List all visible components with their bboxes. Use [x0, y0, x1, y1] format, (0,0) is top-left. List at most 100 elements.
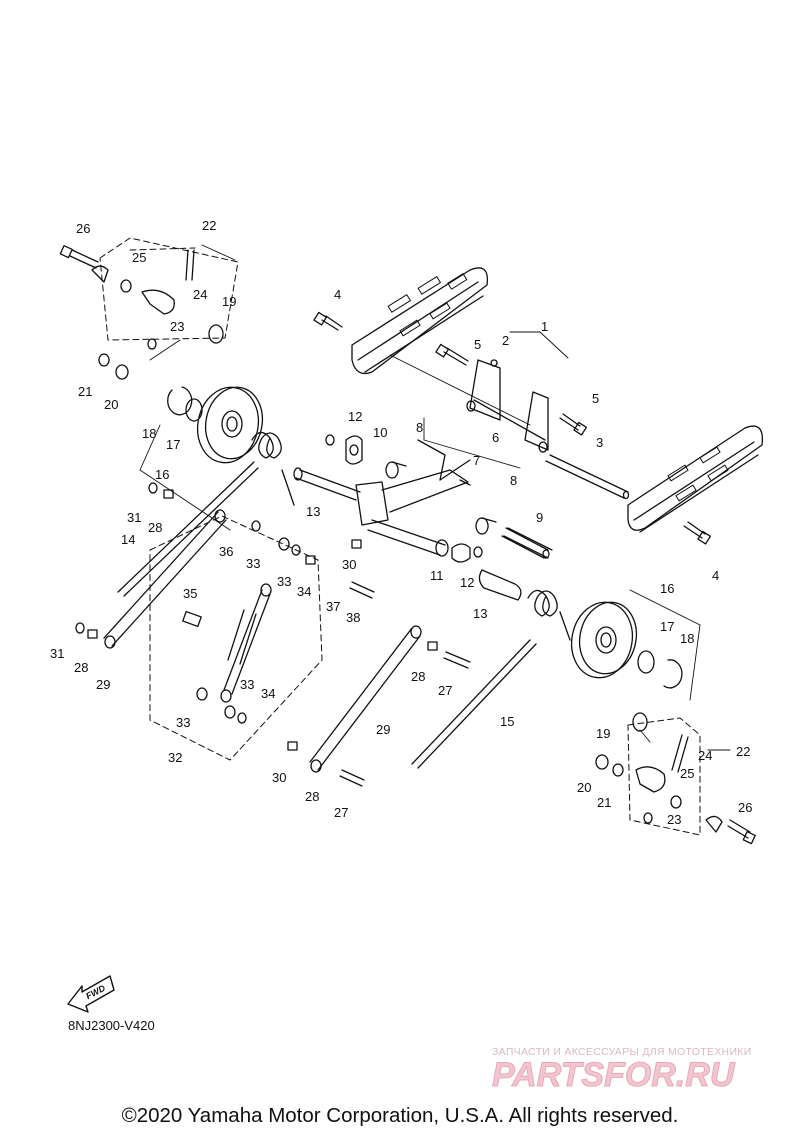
callout-1: 1: [541, 319, 548, 334]
callout-17: 17: [660, 619, 674, 634]
callout-31: 31: [127, 510, 141, 525]
callout-29: 29: [96, 677, 110, 692]
callout-11: 11: [430, 568, 444, 583]
callout-16: 16: [660, 581, 674, 596]
collar: [451, 543, 471, 563]
callout-4: 4: [334, 287, 341, 302]
callout-24: 24: [193, 287, 207, 302]
hardware: [75, 482, 471, 787]
callout-33: 33: [176, 715, 190, 730]
callout-13: 13: [473, 606, 487, 621]
bolt-icon: [559, 413, 588, 436]
callout-9: 9: [536, 510, 543, 525]
circlip-icon: [663, 659, 683, 689]
callout-2: 2: [502, 333, 509, 348]
callout-27: 27: [334, 805, 348, 820]
callout-19: 19: [596, 726, 610, 741]
bearing-icon: [185, 398, 203, 422]
callout-labels: 1 2 3 4 4 5 5 6 7 8 8 9 10 11 12 12 13 1…: [50, 218, 752, 827]
callout-25: 25: [132, 250, 146, 265]
callout-12: 12: [460, 575, 474, 590]
callout-32: 32: [168, 750, 182, 765]
callout-22: 22: [736, 744, 750, 759]
pivot-arm: [293, 439, 471, 557]
rear-shaft: [545, 454, 630, 500]
washer-icon: [473, 546, 483, 558]
callout-30: 30: [342, 557, 356, 572]
callout-33: 33: [277, 574, 291, 589]
callout-38: 38: [346, 610, 360, 625]
copyright-notice: ©2020 Yamaha Motor Corporation, U.S.A. A…: [121, 1104, 679, 1127]
link-left: [103, 509, 227, 649]
callout-19: 19: [222, 294, 236, 309]
bushing: [385, 461, 407, 479]
pin: [501, 527, 550, 559]
callout-24: 24: [698, 748, 712, 763]
upper-slide-rail: [351, 267, 489, 375]
bolt-icon: [683, 521, 712, 545]
fwd-label: FWD: [84, 983, 107, 1002]
circlip-icon: [167, 386, 193, 416]
callout-33: 33: [240, 677, 254, 692]
callout-23: 23: [170, 319, 184, 334]
rear-arm-bracket: [466, 359, 549, 453]
callout-37: 37: [326, 599, 340, 614]
callout-5: 5: [592, 391, 599, 406]
watermark-tagline: ЗАПЧАСТИ И АКСЕССУАРЫ ДЛЯ МОТОТЕХНИКИ: [492, 1046, 752, 1058]
callout-17: 17: [166, 437, 180, 452]
bolt-icon: [435, 343, 469, 366]
watermark-logo-text: PARTSFOR.RU: [492, 1056, 736, 1092]
callout-16: 16: [155, 467, 169, 482]
callout-31: 31: [50, 646, 64, 661]
callout-20: 20: [577, 780, 591, 795]
axle-pin: [503, 527, 553, 559]
adjuster-cam-right: [595, 712, 723, 833]
callout-18: 18: [680, 631, 694, 646]
callout-33: 33: [246, 556, 260, 571]
bearing-icon: [637, 650, 655, 674]
callout-20: 20: [104, 397, 118, 412]
callout-28: 28: [148, 520, 162, 535]
adjuster-cam-left: [91, 249, 224, 380]
callout-10: 10: [373, 425, 387, 440]
torsion-spring-right: [411, 589, 571, 769]
bolt-icon: [59, 245, 99, 269]
leader-lines: [139, 244, 731, 751]
lower-slide-rail: [627, 425, 764, 533]
diagram-code: 8NJ2300-V420: [68, 1018, 155, 1033]
callout-21: 21: [78, 384, 92, 399]
callout-34: 34: [261, 686, 275, 701]
cap: [182, 610, 202, 628]
callout-30: 30: [272, 770, 286, 785]
callout-12: 12: [348, 409, 362, 424]
callout-26: 26: [76, 221, 90, 236]
callout-35: 35: [183, 586, 197, 601]
nut-icon: [490, 359, 498, 367]
callout-28: 28: [74, 660, 88, 675]
callout-8: 8: [416, 420, 423, 435]
callout-23: 23: [667, 812, 681, 827]
group-outline: [99, 237, 701, 836]
watermark-logo: PARTSFOR.RU: [492, 1056, 736, 1092]
washer-icon: [325, 434, 335, 446]
callout-22: 22: [202, 218, 216, 233]
callout-36: 36: [219, 544, 233, 559]
callout-8: 8: [510, 473, 517, 488]
callout-14: 14: [121, 532, 135, 547]
callout-21: 21: [597, 795, 611, 810]
callout-4: 4: [712, 568, 719, 583]
callout-26: 26: [738, 800, 752, 815]
bolt-icon: [727, 819, 756, 845]
leader-line: [389, 354, 531, 426]
callout-25: 25: [680, 766, 694, 781]
callout-3: 3: [596, 435, 603, 450]
callout-5: 5: [474, 337, 481, 352]
grease-nipple-icon: [459, 479, 471, 486]
callout-34: 34: [297, 584, 311, 599]
bushing: [475, 517, 497, 535]
callout-7: 7: [473, 453, 480, 468]
callout-15: 15: [500, 714, 514, 729]
callout-28: 28: [305, 789, 319, 804]
callout-28: 28: [411, 669, 425, 684]
callout-13: 13: [306, 504, 320, 519]
